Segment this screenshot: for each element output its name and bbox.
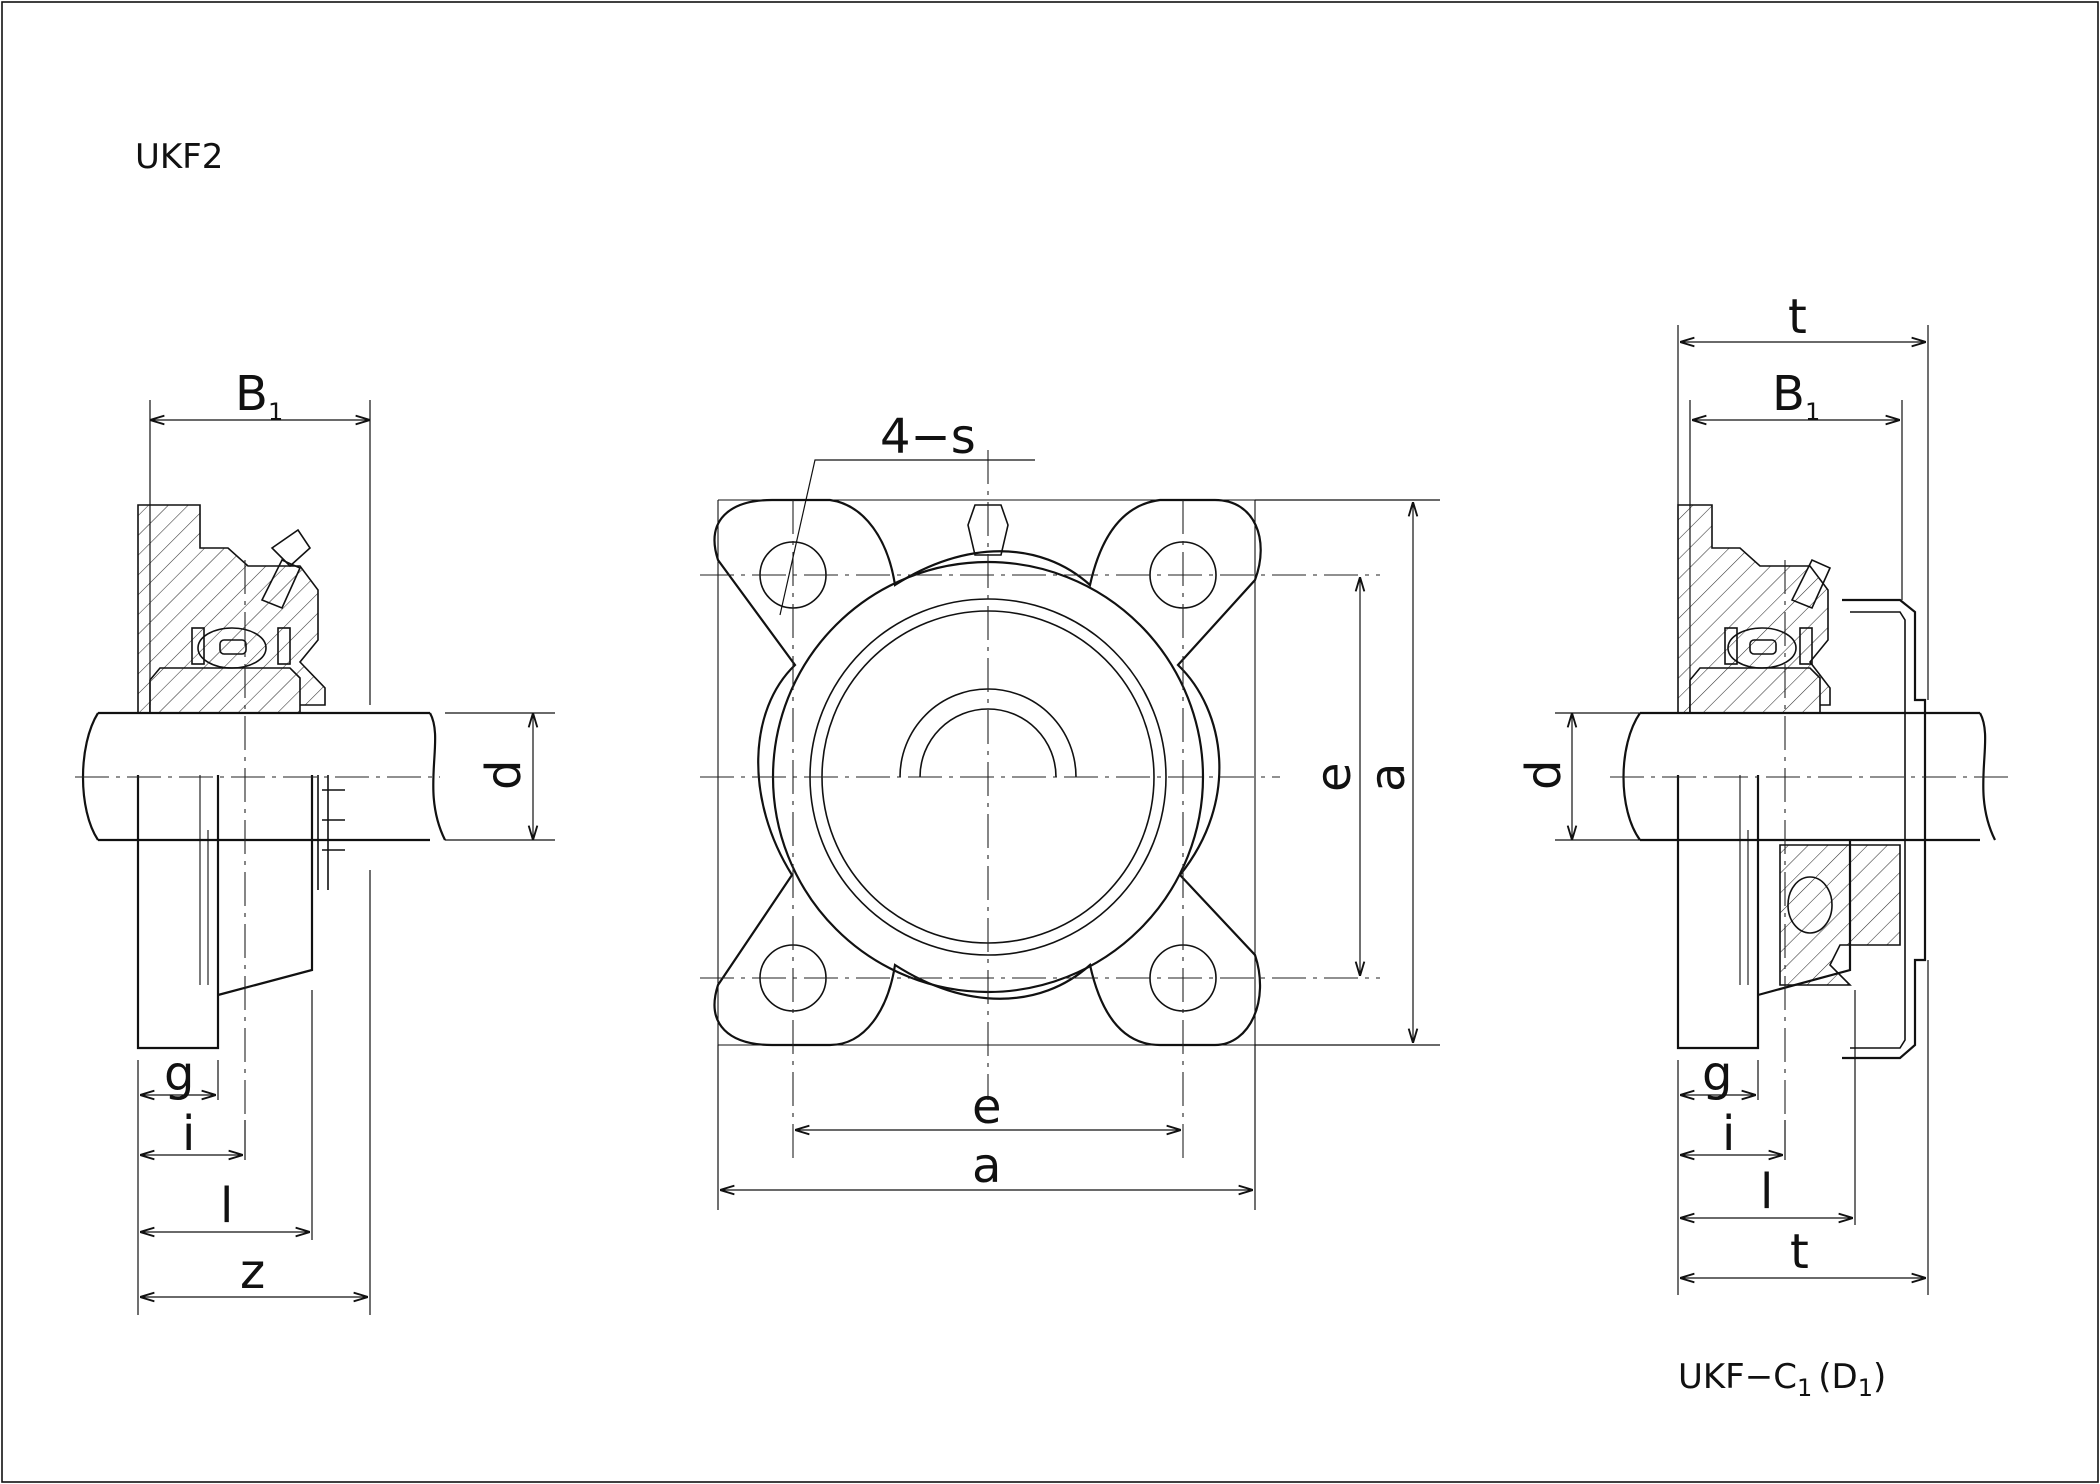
model-title-right-sub2: 1	[1858, 1374, 1873, 1402]
model-title-right-paren: (D	[1818, 1357, 1857, 1397]
label-B1-left-sub: 1	[268, 398, 283, 426]
right-shaft	[1622, 711, 1996, 842]
label-e-vertical: e	[1306, 762, 1362, 792]
label-e-horizontal: e	[972, 1079, 1002, 1135]
model-title-right-sub1: 1	[1797, 1374, 1812, 1402]
label-B1-right-sub: 1	[1805, 398, 1820, 426]
label-i-left: i	[182, 1106, 195, 1162]
label-i-right: i	[1722, 1106, 1735, 1162]
label-B1-left: B	[235, 366, 268, 422]
label-g-right: g	[1702, 1046, 1732, 1102]
label-l-left: l	[220, 1178, 233, 1234]
model-title-right-main: UKF−C	[1678, 1357, 1797, 1397]
holes-leader	[779, 459, 1035, 616]
left-insert-ring	[149, 667, 301, 714]
model-title-right-close: )	[1873, 1357, 1886, 1397]
label-a-horizontal: a	[972, 1138, 1001, 1194]
left-housing-lower	[136, 775, 314, 1050]
end-cover	[1842, 598, 1927, 1060]
label-4s: 4−s	[880, 409, 976, 465]
label-t-bottom: t	[1790, 1224, 1809, 1280]
left-ball	[197, 627, 267, 669]
label-t-top: t	[1788, 289, 1807, 345]
label-z-left: z	[240, 1244, 265, 1300]
right-side-view	[1555, 325, 2015, 1295]
right-lower-section	[1779, 844, 1901, 986]
left-grease-nipple	[260, 558, 302, 610]
model-title-right: UKF−C1(D1)	[1678, 1357, 1886, 1402]
left-ball-cage	[219, 639, 247, 655]
right-ball	[1727, 627, 1797, 669]
right-insert-ring	[1689, 667, 1821, 714]
left-shaft	[81, 711, 446, 842]
right-grease-nipple	[1790, 558, 1832, 610]
label-d-left: d	[476, 760, 532, 790]
front-view	[700, 450, 1440, 1210]
left-seal-2	[277, 627, 291, 665]
left-seal-1	[191, 627, 205, 665]
label-l-right: l	[1760, 1164, 1773, 1220]
label-a-vertical: a	[1360, 763, 1416, 792]
front-grease-nipple	[967, 504, 1009, 556]
label-B1-right: B	[1772, 366, 1805, 422]
left-side-view	[75, 400, 555, 1315]
label-g-left: g	[164, 1046, 194, 1102]
model-title-left: UKF2	[135, 137, 223, 177]
label-d-right: d	[1516, 760, 1572, 790]
